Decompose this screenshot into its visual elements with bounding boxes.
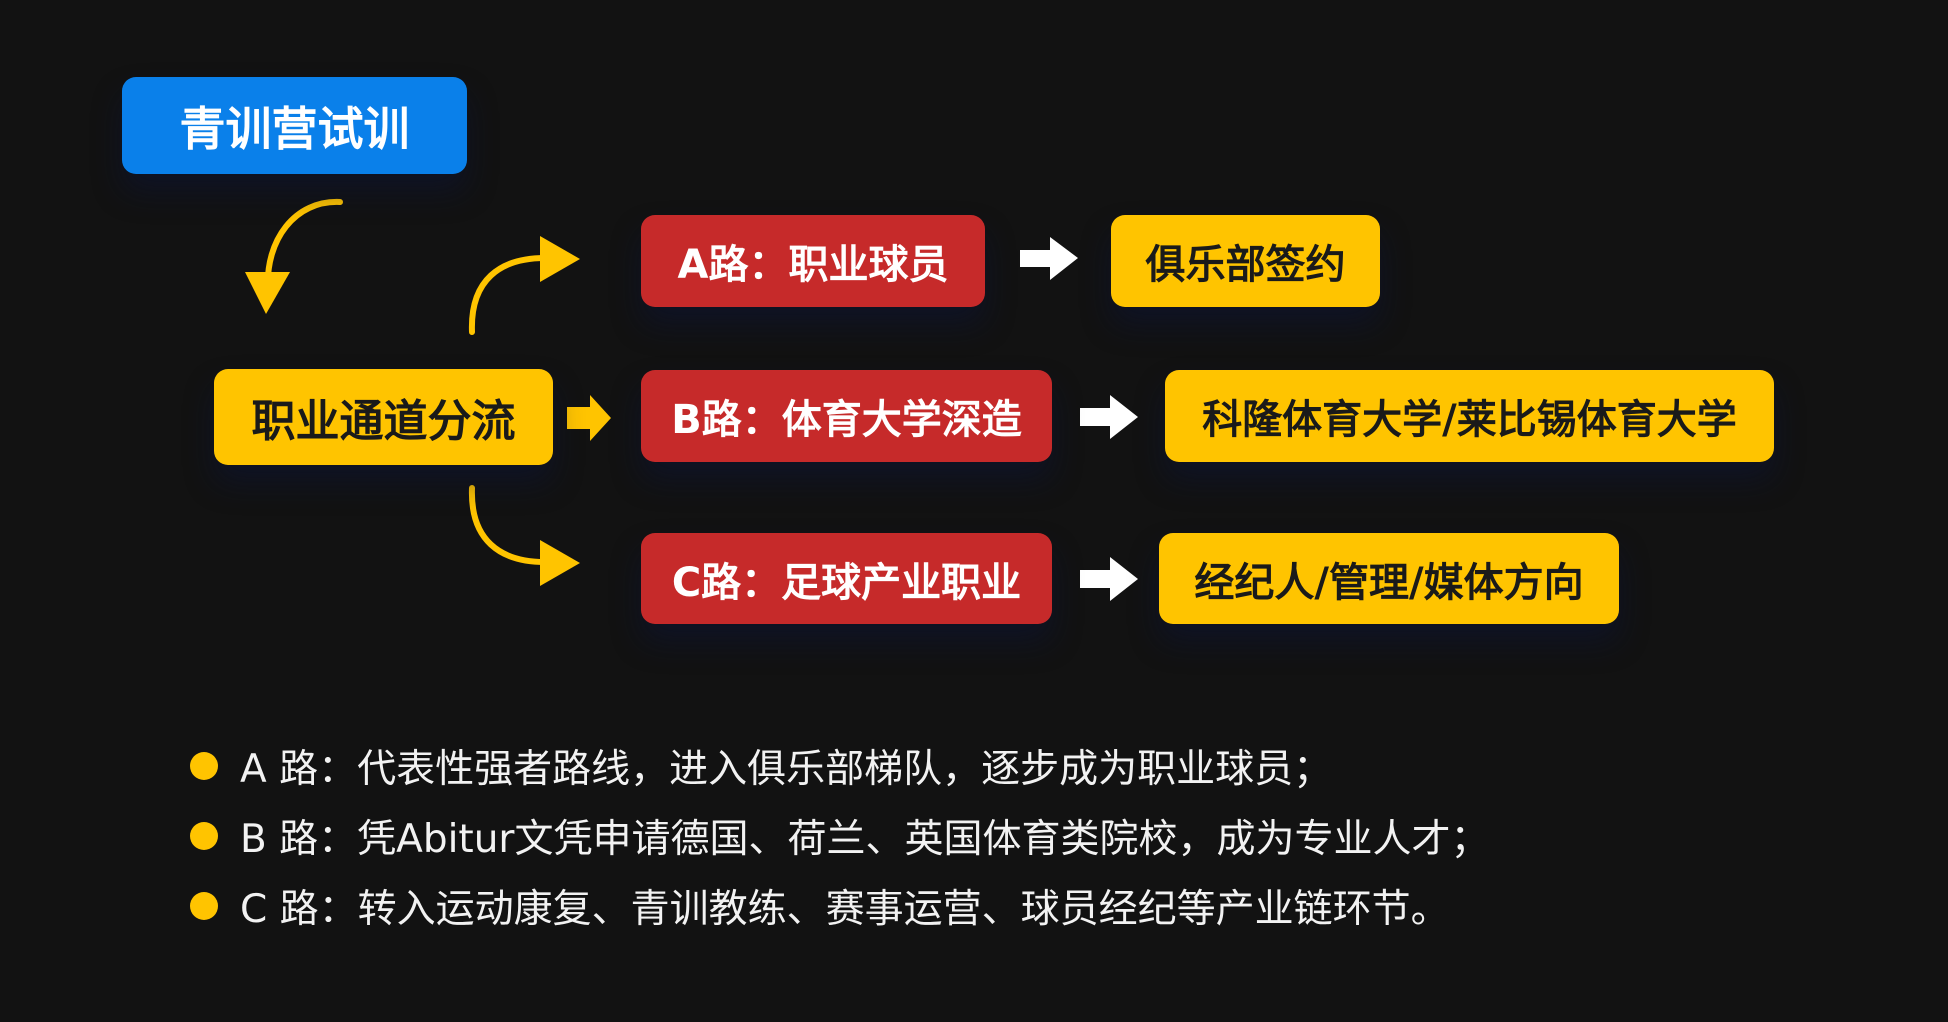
arrow-c-outcome (1080, 557, 1138, 601)
split-node: 职业通道分流 (214, 369, 553, 465)
arrowhead-down (245, 272, 290, 314)
note-text: C 路：转入运动康复、青训教练、赛事运营、球员经纪等产业链环节。 (240, 887, 1450, 932)
path-a-node: A路：职业球员 (641, 215, 985, 307)
path-b-node: B路：体育大学深造 (641, 370, 1052, 462)
bullet-dot (190, 892, 218, 920)
note-text: A 路：代表性强者路线，进入俱乐部梯队，逐步成为职业球员； (240, 747, 1333, 792)
start-node: 青训营试训 (122, 77, 467, 174)
bullet-dot (190, 752, 218, 780)
note-b: B 路：凭Abitur文凭申请德国、荷兰、英国体育类院校，成为专业人才； (190, 808, 1489, 864)
curved-arrow-to-a (468, 255, 548, 335)
path-c-outcome: 经纪人/管理/媒体方向 (1159, 533, 1619, 624)
path-a-outcome: 俱乐部签约 (1111, 215, 1380, 307)
arrow-split-to-b (567, 395, 611, 441)
note-a: A 路：代表性强者路线，进入俱乐部梯队，逐步成为职业球员； (190, 738, 1332, 794)
path-c-node: C路：足球产业职业 (641, 533, 1052, 624)
arrow-b-outcome (1080, 395, 1138, 439)
arrowhead-a (540, 236, 580, 282)
arrowhead-c (540, 540, 580, 586)
curved-arrow-to-c (468, 485, 548, 565)
note-text: B 路：凭Abitur文凭申请德国、荷兰、英国体育类院校，成为专业人才； (240, 817, 1490, 862)
note-c: C 路：转入运动康复、青训教练、赛事运营、球员经纪等产业链环节。 (190, 878, 1450, 934)
bullet-dot (190, 822, 218, 850)
path-b-outcome: 科隆体育大学/莱比锡体育大学 (1165, 370, 1774, 462)
arrow-a-outcome (1020, 237, 1078, 280)
